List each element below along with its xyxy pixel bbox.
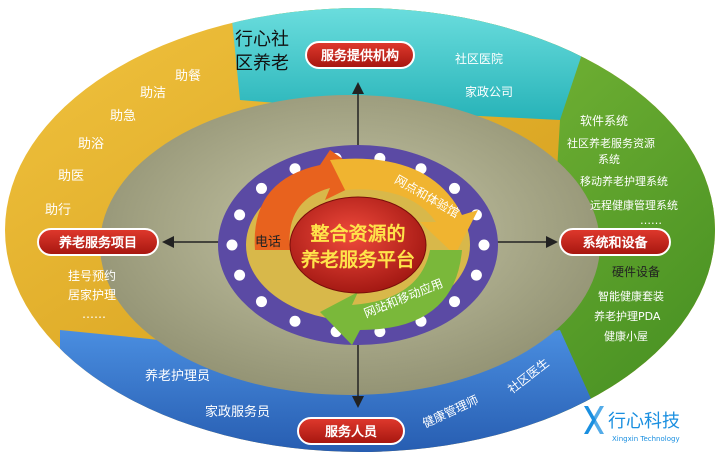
ring-dot: [289, 315, 301, 327]
software-item-1: 系统: [598, 153, 620, 166]
software-item-2: 移动养老护理系统: [580, 174, 668, 188]
center-circle: [289, 196, 427, 294]
ring-dot: [289, 163, 301, 175]
ring-dot: [449, 296, 461, 308]
bottom-header-pill: [297, 417, 405, 445]
left-below-1: 居家护理: [68, 287, 116, 302]
top-quadrant: [230, 8, 600, 120]
swirl-arrow-yellow: [330, 158, 478, 255]
ring-dot: [478, 239, 490, 251]
top-item-0: 社区医院: [455, 51, 503, 66]
left-below-0: 挂号预约: [68, 268, 116, 283]
ring-dot: [234, 269, 246, 281]
logo-subtitle: Xingxin Technology: [612, 435, 680, 443]
hardware-item-1: 养老护理PDA: [594, 309, 661, 323]
hardware-item-0: 智能健康套装: [598, 289, 664, 303]
top-header-pill: [305, 41, 415, 69]
brand-line2: 区养老: [235, 53, 289, 74]
left-item-1: 助洁: [140, 86, 166, 101]
top-header: 服务提供机构: [321, 48, 399, 64]
swirl-arrow-green: [320, 250, 462, 345]
left-item-0: 助餐: [175, 68, 201, 84]
bottom-item-1: 家政服务员: [205, 404, 270, 420]
axis-arrows: [162, 82, 558, 408]
top-item-1: 家政公司: [465, 84, 513, 99]
left-item-5: 助行: [45, 203, 71, 218]
ring-dot: [255, 182, 267, 194]
right-quadrant: [235, 8, 715, 452]
left-item-3: 助浴: [78, 137, 104, 152]
left-item-2: 助急: [110, 109, 136, 124]
ring-dot: [255, 296, 267, 308]
ring-dot: [449, 182, 461, 194]
software-item-3: 远程健康管理系统: [590, 198, 678, 212]
right-header: 系统和设备: [582, 235, 648, 251]
center-title-line1: 整合资源的: [310, 222, 405, 245]
ring-dot: [234, 209, 246, 221]
logo-mark-icon: [584, 406, 604, 434]
company-logo: 行心科技 Xingxin Technology: [584, 406, 680, 443]
left-item-4: 助医: [58, 169, 84, 184]
bottom-header: 服务人员: [325, 424, 377, 440]
bottom-item-0: 养老护理员: [145, 368, 210, 384]
left-header-pill: [37, 228, 159, 256]
software-item-4: ……: [640, 214, 662, 227]
software-item-0: 社区养老服务资源: [567, 136, 655, 150]
left-header: 养老服务项目: [58, 235, 137, 251]
ring-dot: [470, 269, 482, 281]
right-header-pill: [559, 228, 671, 256]
ring-label-left: 电话: [255, 235, 281, 250]
center-title-line2: 养老服务平台: [300, 248, 415, 271]
hardware-item-2: 健康小屋: [604, 329, 648, 343]
ring-dot: [226, 239, 238, 251]
brand-line1: 行心社: [235, 29, 289, 50]
hardware-title: 硬件设备: [612, 265, 660, 279]
software-title: 软件系统: [580, 114, 628, 128]
logo-name: 行心科技: [608, 411, 680, 432]
left-below-2: ……: [82, 307, 106, 321]
